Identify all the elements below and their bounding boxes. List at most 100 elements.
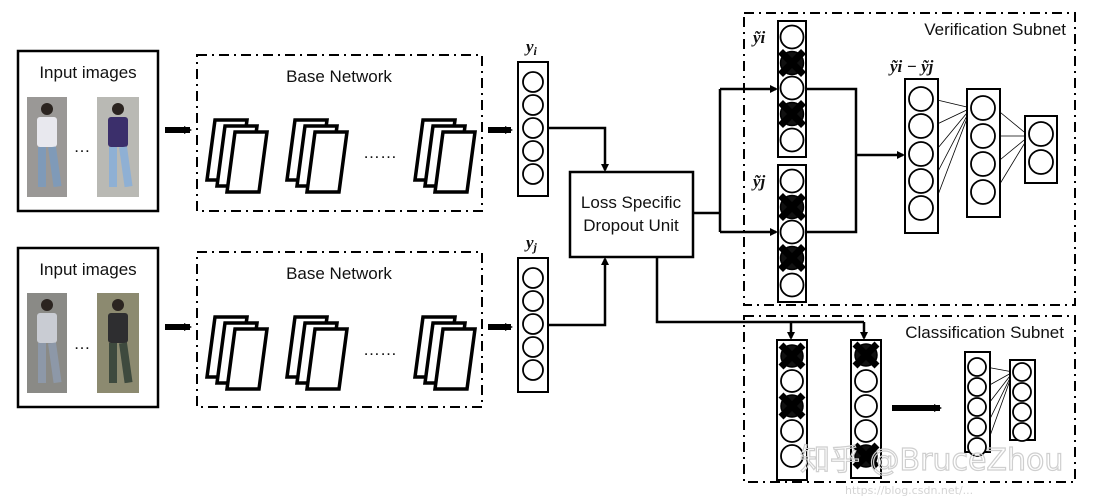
node <box>522 163 544 185</box>
feature-yi-label: yi <box>524 37 538 58</box>
feature-map-stack <box>205 315 269 391</box>
cross-mark <box>778 49 806 77</box>
node <box>522 94 544 116</box>
cross-mark <box>778 244 806 272</box>
cross-mark <box>778 392 806 420</box>
base-network-bottom-label: Base Network <box>286 264 392 283</box>
feature-map <box>305 327 349 391</box>
feature-yj-label: yj <box>524 233 538 254</box>
feature-map-stack <box>285 315 349 391</box>
node <box>1028 121 1054 147</box>
node <box>1012 362 1032 382</box>
person-leg <box>38 147 46 187</box>
node <box>779 24 805 50</box>
person-head <box>41 103 53 115</box>
node <box>967 397 987 417</box>
verification-subnet-title: Verification Subnet <box>924 20 1066 39</box>
person-head <box>112 103 124 115</box>
line-merge <box>806 87 858 234</box>
input-images-top-label: Input images <box>39 63 136 82</box>
loss-specific-dropout-unit: Loss Specific Dropout Unit <box>568 170 695 259</box>
node <box>779 272 805 298</box>
arrow-yj-to-dropout <box>548 257 609 327</box>
connectors <box>165 85 942 412</box>
feature-map-stack <box>413 118 477 194</box>
node <box>780 369 804 393</box>
node <box>970 123 996 149</box>
person-leg <box>119 146 133 188</box>
node <box>967 437 987 457</box>
base-network-bottom-ellipsis: …… <box>363 340 397 359</box>
node <box>967 417 987 437</box>
connection-line <box>932 107 972 182</box>
dropped-node-icon <box>778 342 806 370</box>
input-images-top-ellipsis: … <box>74 137 91 156</box>
person-leg <box>119 342 133 384</box>
connection-line <box>932 107 972 127</box>
cross-mark <box>852 341 880 369</box>
node <box>967 357 987 377</box>
node <box>522 336 544 358</box>
verification-connections <box>932 98 1030 209</box>
person-shirt <box>37 313 57 343</box>
verification-layer-2 <box>966 88 1001 218</box>
base-network-top: Base Network …… <box>196 54 483 212</box>
person-leg <box>48 146 62 188</box>
verification-yi-tilde <box>777 20 807 158</box>
cross-mark <box>778 342 806 370</box>
node <box>522 117 544 139</box>
feature-map-stack <box>285 118 349 194</box>
person-head <box>41 299 53 311</box>
node <box>908 141 934 167</box>
node <box>908 168 934 194</box>
person-leg <box>48 342 62 384</box>
cross-mark <box>852 442 880 470</box>
base-network-top-ellipsis: …… <box>363 143 397 162</box>
dropped-node-icon <box>778 100 806 128</box>
feature-map <box>433 130 477 194</box>
feature-map-stack <box>413 315 477 391</box>
dropped-node-icon <box>778 49 806 77</box>
connection-line <box>932 107 972 209</box>
verification-subnet: Verification Subnet ỹi ỹj ỹi − ỹj <box>743 12 1076 306</box>
dropped-node-icon <box>778 392 806 420</box>
node <box>908 113 934 139</box>
feature-map <box>305 130 349 194</box>
classification-layer-1 <box>964 351 991 457</box>
classification-col2 <box>850 339 882 479</box>
dropout-unit-line1: Loss Specific <box>581 193 682 212</box>
node <box>854 369 878 393</box>
input-images-bottom-ellipsis: … <box>74 334 91 353</box>
node <box>1012 422 1032 442</box>
node <box>522 71 544 93</box>
base-network-bottom: Base Network …… <box>196 251 483 408</box>
node <box>1012 382 1032 402</box>
verification-yi-label: ỹi <box>751 28 766 47</box>
classification-subnet: Classification Subnet <box>743 315 1076 483</box>
feature-vector-yj <box>517 257 549 393</box>
node <box>970 179 996 205</box>
dropped-node-icon <box>852 442 880 470</box>
node <box>779 219 805 245</box>
verification-layer-3 <box>1024 115 1058 184</box>
photo-bottom-left <box>27 293 67 393</box>
dropout-unit-line2: Dropout Unit <box>583 216 679 235</box>
connection-line <box>932 98 972 109</box>
input-images-bottom-label: Input images <box>39 260 136 279</box>
verification-diff-label: ỹi − ỹj <box>888 57 934 76</box>
node <box>1012 402 1032 422</box>
person-head <box>112 299 124 311</box>
feature-map-stack <box>205 118 269 194</box>
dropped-node-icon <box>778 193 806 221</box>
person-shirt <box>108 313 128 343</box>
photo-bottom-right <box>97 293 139 393</box>
base-network-top-label: Base Network <box>286 67 392 86</box>
person-leg <box>109 147 117 187</box>
node <box>854 394 878 418</box>
node <box>522 267 544 289</box>
watermark-url: https://blog.csdn.net/... <box>845 484 973 497</box>
feature-vector-yi <box>517 61 549 197</box>
feature-map <box>433 327 477 391</box>
node <box>1028 149 1054 175</box>
